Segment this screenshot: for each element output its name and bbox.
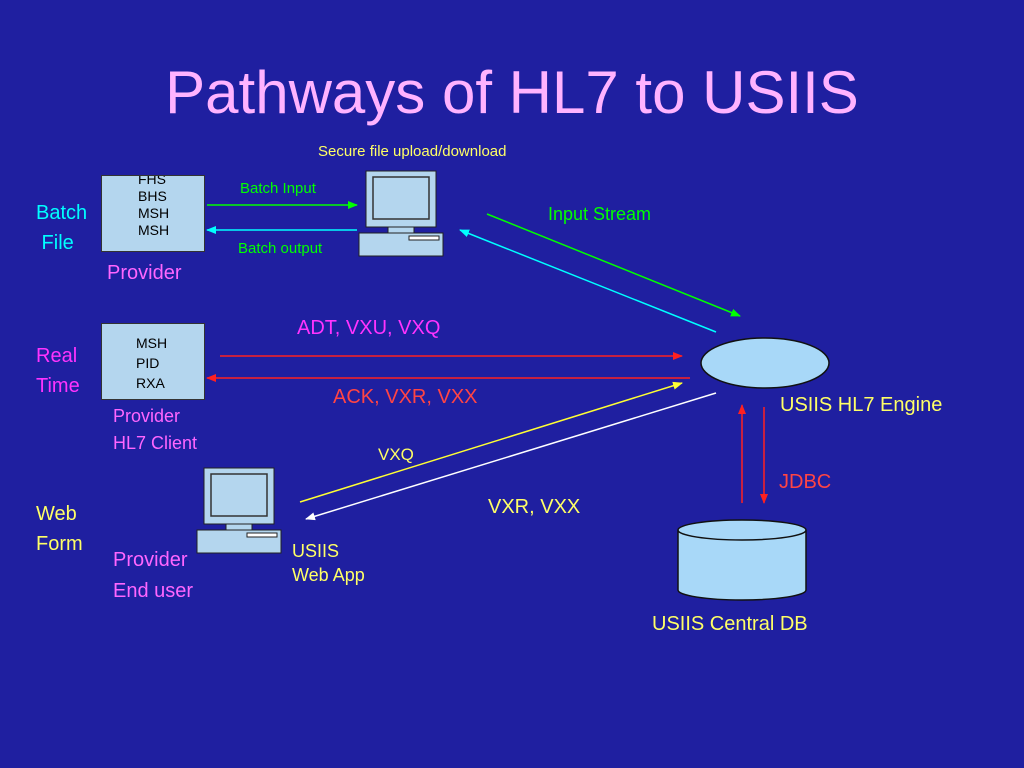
batch-input-label: Batch Input: [240, 180, 316, 197]
segment: BHS: [138, 188, 167, 204]
web-form-label: Web Form: [36, 503, 83, 555]
page-title: Pathways of HL7 to USIIS: [165, 59, 859, 126]
hl7-engine-node: [700, 337, 830, 389]
secure-file-label: Secure file upload/download: [318, 143, 507, 160]
segment: FHS: [138, 175, 166, 187]
vxq-arrow: [299, 381, 683, 503]
real-time-label: Real Time: [36, 345, 80, 397]
realtime-message-document: MSH PID RXA: [101, 323, 205, 400]
input-stream-label: Input Stream: [548, 204, 652, 224]
segment: MSH: [136, 335, 168, 351]
computer-icon: [358, 170, 444, 257]
ack-label: ACK, VXR, VXX: [333, 386, 478, 408]
segment: PID: [136, 355, 160, 371]
provider-hl7-label: Provider HL7 Client: [113, 406, 198, 453]
segment: MSH: [138, 222, 170, 238]
batch-output-label: Batch output: [238, 240, 323, 257]
computer-icon: [196, 467, 282, 554]
batch-file-label: Batch File: [36, 202, 88, 254]
central-db-label: USIIS Central DB: [652, 613, 808, 635]
output-stream-arrow: [459, 229, 717, 333]
vxr-vxx-label: VXR, VXX: [488, 496, 581, 518]
database-icon: [677, 519, 807, 601]
provider-batch-label: Provider: [107, 262, 182, 284]
batch-file-document: FHS BHS MSH MSH: [101, 175, 205, 252]
adt-label: ADT, VXU, VXQ: [297, 317, 441, 339]
vxr-vxx-arrow: [305, 392, 717, 521]
input-stream-arrow: [486, 213, 741, 317]
web-app-label: USIIS Web App: [292, 541, 365, 585]
segment: MSH: [138, 205, 170, 221]
segment: RXA: [136, 375, 165, 391]
vxq-label: VXQ: [378, 445, 414, 464]
engine-label: USIIS HL7 Engine: [780, 394, 943, 416]
jdbc-label: JDBC: [779, 471, 832, 493]
provider-end-label: Provider End user: [113, 549, 194, 602]
